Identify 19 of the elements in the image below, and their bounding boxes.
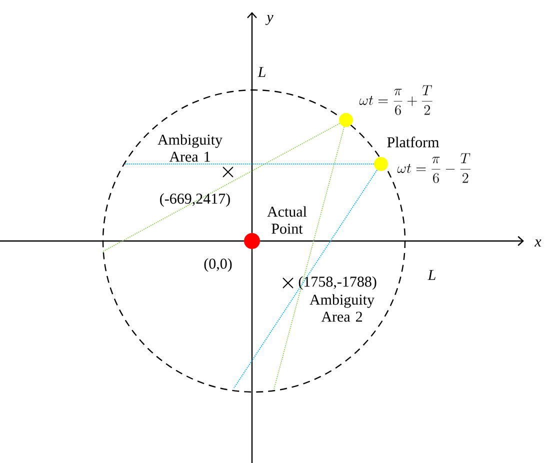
point-marker [374, 157, 388, 171]
phase-formula: $\omega t=\frac{\pi}{6}+\frac{T}{2}$ [359, 85, 432, 116]
area-label: Ambiguity Area 2 [310, 294, 374, 322]
coordinate-label: (1758,-1788) [298, 276, 376, 290]
coordinate-label: (0,0) [204, 258, 232, 272]
platform-label: Platform [387, 136, 440, 148]
area-label: Ambiguity Area 1 [158, 134, 222, 162]
chord-line [234, 170, 378, 388]
axis-label: x [534, 240, 542, 246]
phase-formula: $\omega t=\frac{\pi}{6}-\frac{T}{2}$ [397, 153, 470, 184]
chord-line [274, 126, 345, 390]
chord-line [102, 122, 340, 252]
point-marker [339, 113, 353, 127]
radius-label: L [428, 270, 436, 280]
point-label: Actual Point [267, 206, 307, 234]
radius-label: L [258, 67, 266, 77]
coordinate-label: (-669,2417) [160, 193, 230, 207]
axis-label: y [265, 14, 274, 26]
point-marker [244, 233, 260, 249]
